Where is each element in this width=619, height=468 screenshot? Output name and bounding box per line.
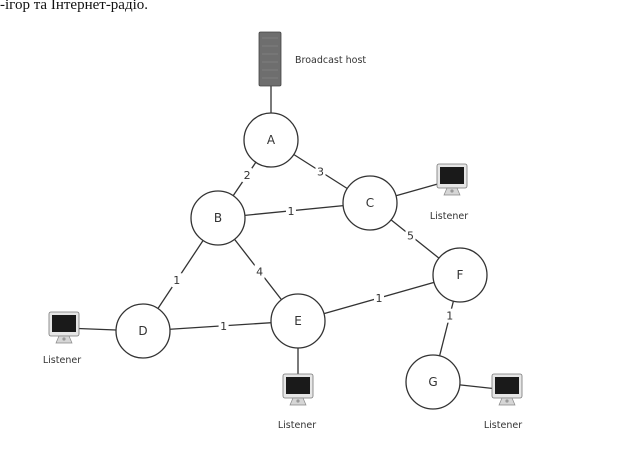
node-c-circle [342, 175, 398, 231]
edge-weight-background [405, 228, 416, 243]
edge-weight-b-c: 1 [287, 205, 294, 218]
node-f-label: F [457, 268, 464, 282]
node-f-circle [432, 247, 488, 303]
listener-label-d: Listener [43, 355, 81, 366]
link-listener-g [459, 384, 494, 390]
node-a: A [243, 112, 299, 168]
devices-layer [48, 31, 523, 406]
node-g-label: G [428, 375, 437, 389]
monitor-button [62, 337, 66, 341]
monitor-button [450, 189, 454, 193]
broadcast-host-label: Broadcast host [295, 55, 366, 66]
attachment-links [77, 86, 494, 390]
edge-weight-background [242, 168, 253, 183]
computer-monitor-icon [491, 373, 523, 406]
node-a-label: A [267, 133, 276, 147]
edge-weight-background [254, 264, 265, 279]
node-f: F [432, 247, 488, 303]
node-d-circle [115, 303, 171, 359]
edge-weight-d-e: 1 [220, 320, 227, 333]
listener-label-g: Listener [484, 420, 522, 431]
monitor-screen [440, 167, 464, 184]
edge-weight-background [374, 291, 384, 305]
edge-weight-b-d: 1 [173, 274, 180, 287]
edge-weight-a-c: 3 [317, 166, 324, 179]
nodes-layer: A B C D E F G [115, 112, 488, 410]
node-g: G [405, 354, 461, 410]
edge-weight-background [444, 308, 455, 323]
computer-monitor-icon [436, 163, 468, 196]
computer-monitor-icon [282, 373, 314, 406]
listener-label-e: Listener [278, 420, 316, 431]
node-a-circle [243, 112, 299, 168]
monitor-screen [52, 315, 76, 332]
node-g-circle [405, 354, 461, 410]
edge-weight-a-b: 2 [244, 169, 251, 182]
edge-weight-background [218, 318, 229, 333]
page-caption: -ігор та Інтернет-радіо. [0, 0, 149, 13]
node-b-label: B [214, 211, 222, 225]
monitor-screen [286, 377, 310, 394]
edge-weight-f-g: 1 [446, 310, 453, 323]
link-listener-d [77, 327, 117, 331]
computer-monitor-icon [48, 311, 80, 344]
listener-label-c: Listener [430, 211, 468, 222]
edge-weight-background [171, 273, 182, 288]
edge-weight-background [315, 164, 326, 179]
server-tower-body [258, 31, 282, 87]
node-e-circle [270, 293, 326, 349]
node-d: D [115, 303, 171, 359]
monitor-screen [495, 377, 519, 394]
server-icon [258, 31, 282, 87]
link-listener-c [395, 183, 439, 197]
edge-weight-e-f: 1 [376, 292, 383, 305]
node-e: E [270, 293, 326, 349]
node-e-label: E [294, 314, 302, 328]
edge-weight-b-e: 4 [256, 266, 263, 279]
node-b: B [190, 190, 246, 246]
monitor-button [296, 399, 300, 403]
node-b-circle [190, 190, 246, 246]
node-c: C [342, 175, 398, 231]
monitor-button [505, 399, 509, 403]
edge-weight-c-f: 5 [407, 229, 414, 242]
node-c-label: C [366, 196, 374, 210]
node-d-label: D [138, 324, 147, 338]
edge-weight-background [285, 203, 296, 218]
